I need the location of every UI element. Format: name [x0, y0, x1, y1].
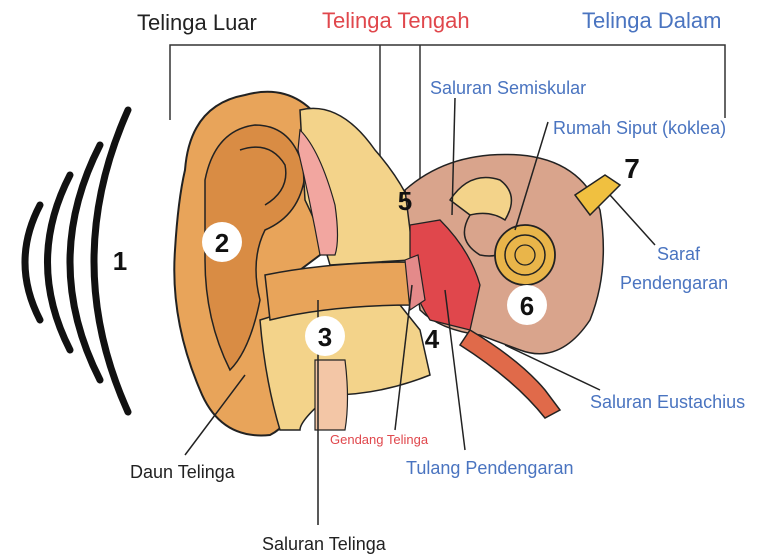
cochlea-outer — [495, 225, 555, 285]
number-4: 4 — [425, 324, 440, 354]
middle-inner-ear — [405, 154, 620, 418]
inner-ear-header: Telinga Dalam — [582, 8, 721, 33]
marker-4: 4 — [425, 324, 440, 354]
outer-ear-header: Telinga Luar — [137, 10, 257, 35]
ear-canal-label: Saluran Telinga — [262, 534, 387, 554]
ossicles-label: Tulang Pendengaran — [406, 458, 573, 478]
cochlea-label: Rumah Siput (koklea) — [553, 118, 726, 138]
cochlea-shape — [495, 225, 555, 285]
number-1: 1 — [113, 246, 127, 276]
pinna-label: Daun Telinga — [130, 462, 236, 482]
marker-7: 7 — [624, 153, 640, 184]
nerve-line — [610, 195, 655, 245]
marker-2: 2 — [202, 222, 242, 262]
marker-6: 6 — [507, 285, 547, 325]
sound-wave-1 — [25, 205, 40, 320]
marker-5: 5 — [398, 186, 412, 216]
number-5: 5 — [398, 186, 412, 216]
auditory-nerve-label-line2: Pendengaran — [620, 273, 728, 293]
number-6: 6 — [520, 291, 534, 321]
marker-3: 3 — [305, 316, 345, 356]
marker-1: 1 — [102, 242, 138, 278]
number-3: 3 — [318, 322, 332, 352]
number-2: 2 — [215, 228, 229, 258]
ear-canal-lower — [315, 360, 348, 430]
middle-ear-header: Telinga Tengah — [322, 8, 470, 33]
auditory-nerve-label-line1: Saraf — [657, 244, 701, 264]
eardrum-label: Gendang Telinga — [330, 432, 429, 447]
semicircular-label: Saluran Semiskular — [430, 78, 586, 98]
number-7: 7 — [624, 153, 640, 184]
eustachian-label: Saluran Eustachius — [590, 392, 745, 412]
